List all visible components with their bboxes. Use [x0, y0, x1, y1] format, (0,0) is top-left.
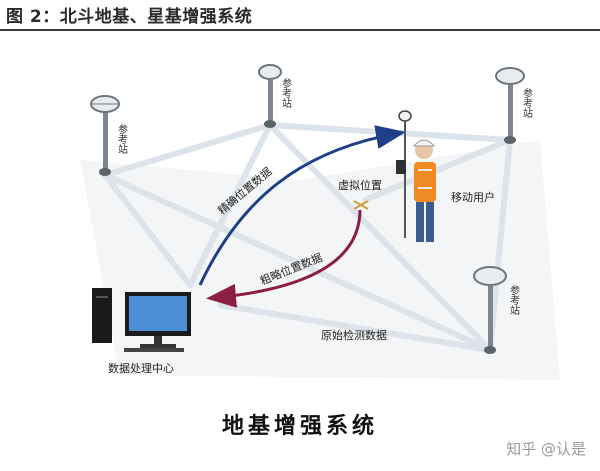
ref-station-label-top: 参考站: [280, 77, 292, 109]
ref-station-label-left: 参考站: [116, 123, 128, 155]
ref-station-label-bottom: 参考站: [508, 284, 520, 316]
network-lines: [102, 122, 513, 353]
watermark: 知乎 @认是: [506, 440, 586, 458]
reference-station-top: [258, 64, 282, 128]
virtual-position-label: 虚拟位置: [338, 178, 382, 192]
mobile-user-label: 移动用户: [451, 190, 495, 204]
ref-station-label-right: 参考站: [521, 87, 533, 119]
figure-title: 图 2：北斗地基、星基增强系统: [6, 7, 253, 27]
title-divider: [0, 29, 600, 31]
data-center-label: 数据处理中心: [108, 361, 174, 375]
virtual-position-marker: [353, 200, 369, 210]
reference-station-left: [90, 95, 120, 176]
ground-plane: [80, 140, 560, 380]
raw-observation-label: 原始检测数据: [321, 328, 387, 342]
mobile-user-figure: [396, 110, 436, 242]
reference-station-bottom: [473, 266, 507, 354]
rough-position-arrow: [206, 209, 362, 308]
gbas-diagram: 参考站 参考站 参考站 参考站 精确位置数据 粗略位置数据 虚拟位置 移动用户 …: [56, 42, 588, 392]
reference-station-right: [495, 67, 525, 144]
precise-position-arrow: [198, 125, 406, 286]
diagram-caption: 地基增强系统: [221, 413, 378, 439]
data-center-computer: [92, 288, 191, 352]
